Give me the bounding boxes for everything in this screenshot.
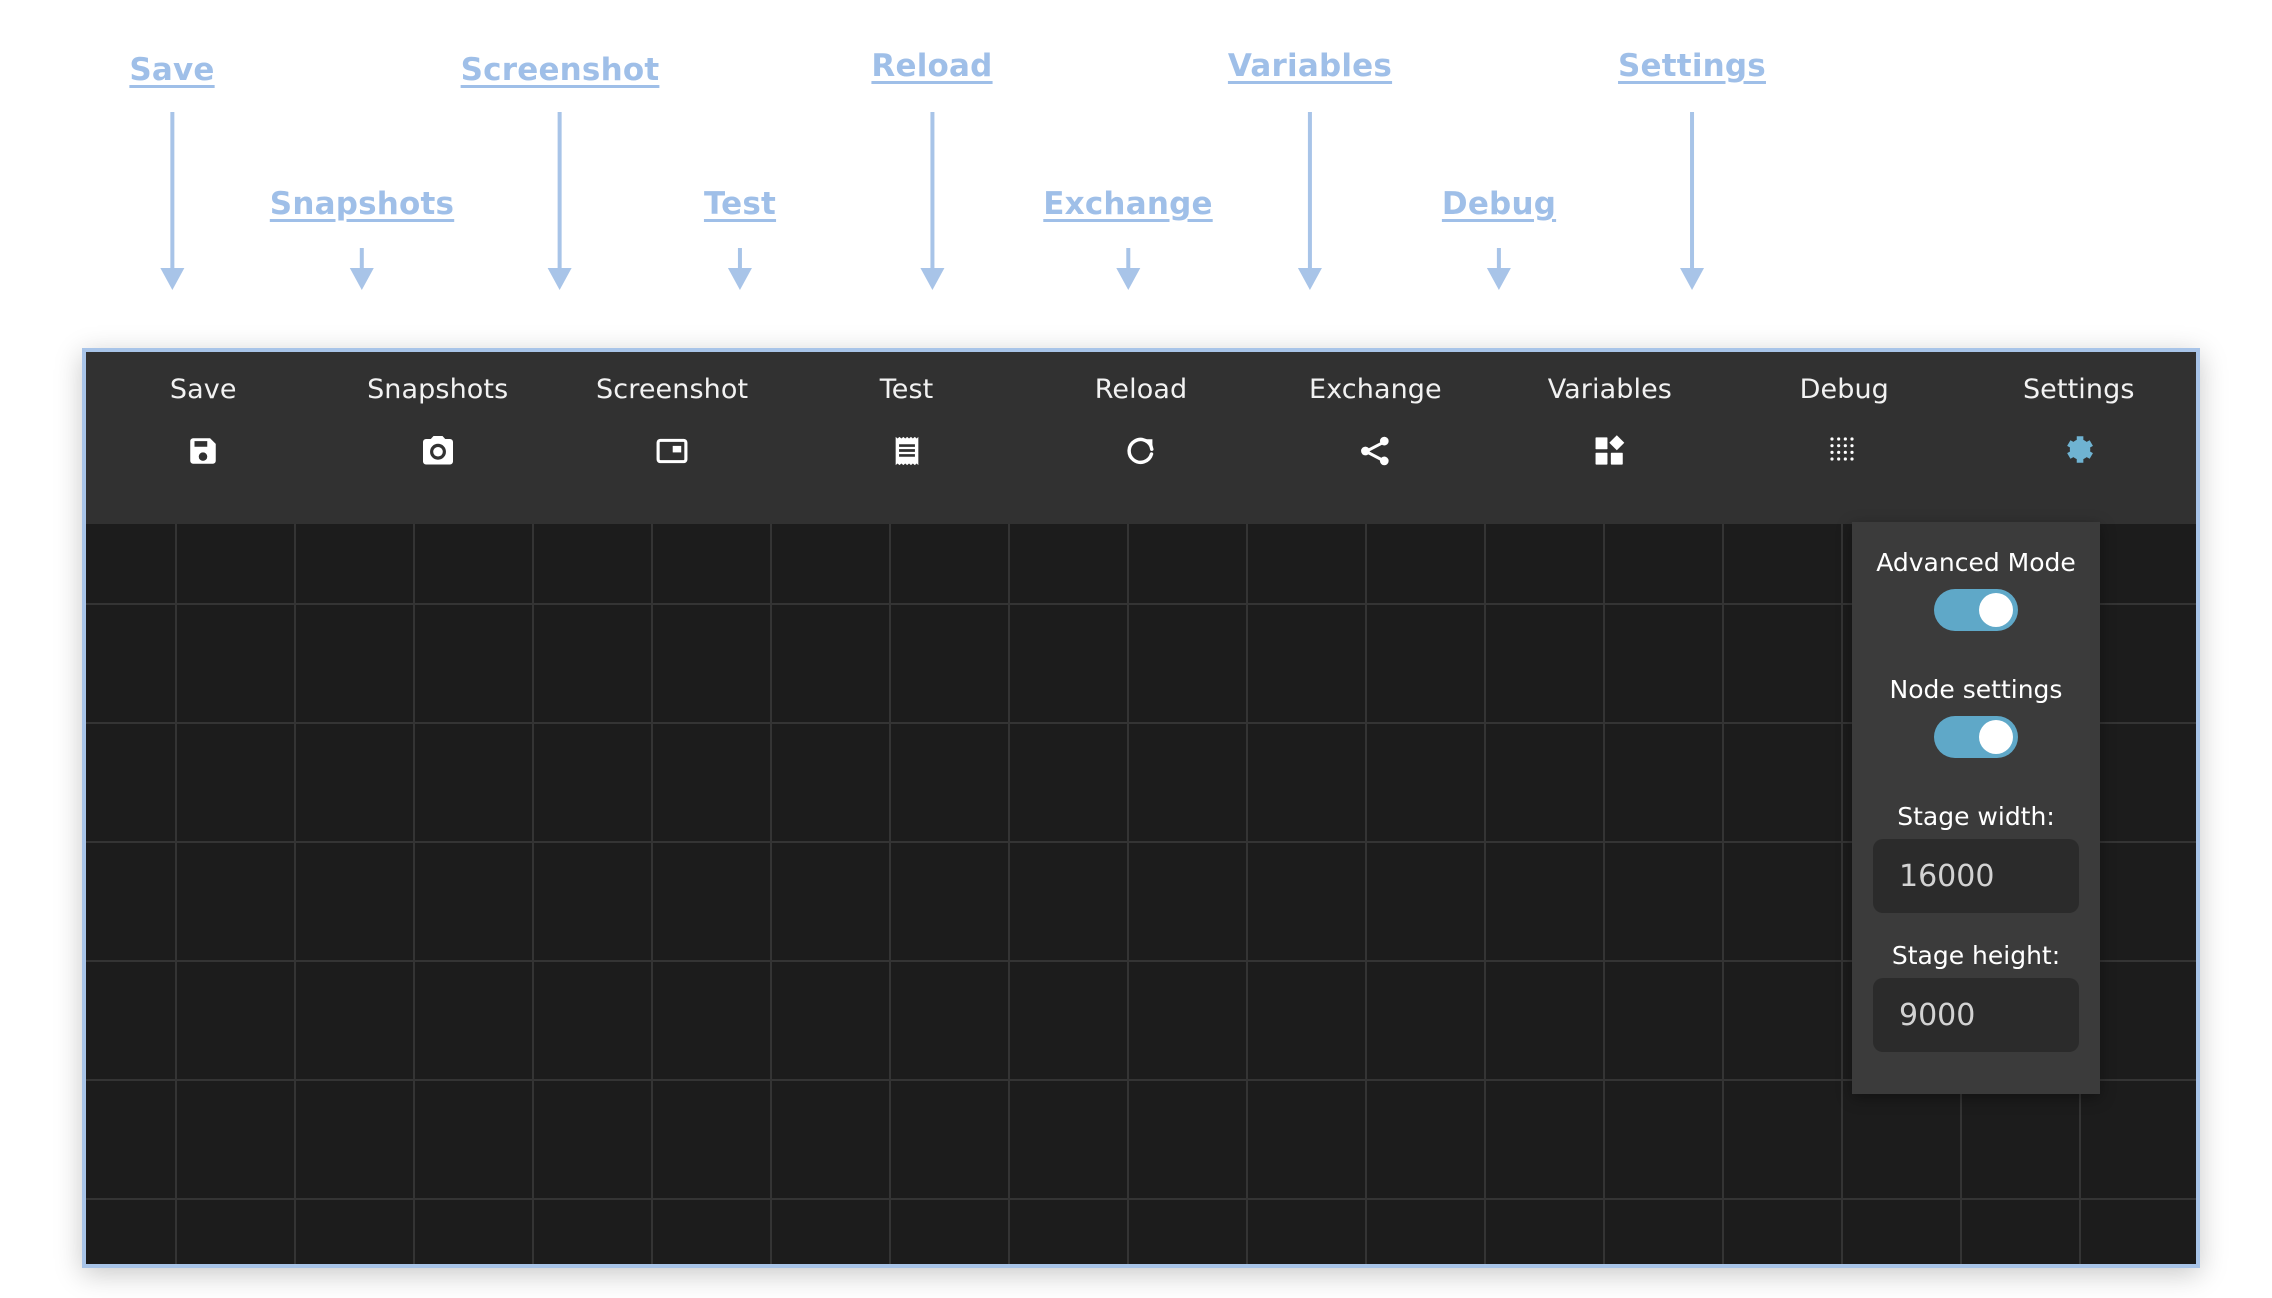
arrow-shaft bbox=[360, 248, 364, 270]
stage-height-input[interactable]: 9000 bbox=[1873, 978, 2079, 1052]
refresh-icon[interactable] bbox=[1121, 431, 1161, 471]
arrow-head bbox=[1680, 268, 1704, 290]
annotation-test: Test bbox=[703, 186, 777, 290]
annotation-label: Reload bbox=[871, 48, 993, 84]
annotation-label: Screenshot bbox=[460, 52, 660, 88]
toolbar-button-label: Exchange bbox=[1309, 374, 1442, 405]
toggle-knob bbox=[1979, 720, 2013, 754]
annotation-arrow-icon bbox=[728, 248, 752, 290]
annotation-arrow-icon bbox=[548, 112, 572, 290]
advanced-mode-toggle[interactable] bbox=[1934, 589, 2018, 631]
dot-grid-icon[interactable] bbox=[1824, 431, 1864, 471]
arrow-head bbox=[548, 268, 572, 290]
annotation-label: Exchange bbox=[1043, 186, 1213, 222]
annotation-arrow-icon bbox=[350, 248, 374, 290]
stage-canvas[interactable] bbox=[86, 524, 2196, 1264]
stage-width-input[interactable]: 16000 bbox=[1873, 839, 2079, 913]
share-icon[interactable] bbox=[1355, 431, 1395, 471]
app-window: Save Snapshots Screenshot Test Reload Exchang… bbox=[82, 348, 2200, 1268]
annotation-settings: Settings bbox=[1618, 48, 1766, 290]
arrow-head bbox=[350, 268, 374, 290]
toolbar-button-screenshot[interactable]: Screenshot bbox=[555, 352, 789, 471]
annotation-label: Save bbox=[129, 52, 215, 88]
toolbar-button-debug[interactable]: Debug bbox=[1727, 352, 1961, 471]
toolbar-button-label: Reload bbox=[1094, 374, 1188, 405]
annotation-arrow-icon bbox=[1487, 248, 1511, 290]
annotation-arrow-icon bbox=[919, 112, 944, 290]
annotation-arrow-icon bbox=[1115, 248, 1140, 290]
arrow-shaft bbox=[1125, 248, 1130, 270]
arrow-shaft bbox=[738, 248, 742, 270]
stage-width-row: Stage width: 16000 bbox=[1852, 790, 2100, 919]
toolbar-button-label: Variables bbox=[1547, 374, 1672, 405]
toolbar-button-variables[interactable]: Variables bbox=[1493, 352, 1727, 471]
stage-width-label: Stage width: bbox=[1897, 802, 2055, 831]
node-settings-label: Node settings bbox=[1889, 675, 2063, 704]
settings-dropdown-panel: Advanced Mode Node settings Stage width:… bbox=[1852, 522, 2100, 1094]
toolbar-button-label: Snapshots bbox=[367, 374, 509, 405]
annotation-debug: Debug bbox=[1441, 186, 1557, 290]
arrow-shaft bbox=[929, 112, 934, 270]
annotation-arrow-icon bbox=[160, 112, 184, 290]
annotation-save: Save bbox=[129, 52, 215, 290]
toolbar-button-snapshots[interactable]: Snapshots bbox=[320, 352, 554, 471]
toggle-knob bbox=[1979, 593, 2013, 627]
annotation-exchange: Exchange bbox=[1043, 186, 1213, 290]
toolbar-button-label: Debug bbox=[1799, 374, 1889, 405]
receipt-list-icon[interactable] bbox=[887, 431, 927, 471]
annotation-screenshot: Screenshot bbox=[460, 52, 660, 290]
arrow-head bbox=[728, 268, 752, 290]
arrow-head bbox=[919, 268, 944, 290]
stage-height-label: Stage height: bbox=[1891, 941, 2061, 970]
toolbar-button-label: Screenshot bbox=[596, 374, 749, 405]
annotation-label: Snapshots bbox=[269, 186, 455, 222]
annotation-reload: Reload bbox=[871, 48, 993, 290]
toolbar-button-label: Test bbox=[879, 374, 934, 405]
arrow-head bbox=[1487, 268, 1511, 290]
annotation-label: Settings bbox=[1618, 48, 1766, 84]
annotation-arrow-icon bbox=[1298, 112, 1322, 290]
node-settings-row: Node settings bbox=[1852, 663, 2100, 780]
annotation-variables: Variables bbox=[1227, 48, 1393, 290]
arrow-shaft bbox=[1308, 112, 1312, 270]
arrow-head bbox=[1115, 268, 1140, 290]
camera-icon[interactable] bbox=[418, 431, 458, 471]
toolbar: Save Snapshots Screenshot Test Reload Exchang… bbox=[86, 352, 2196, 524]
stage-height-row: Stage height: 9000 bbox=[1852, 929, 2100, 1058]
annotation-label: Debug bbox=[1441, 186, 1557, 222]
annotation-label: Test bbox=[703, 186, 777, 222]
toolbar-button-reload[interactable]: Reload bbox=[1024, 352, 1258, 471]
toolbar-button-exchange[interactable]: Exchange bbox=[1258, 352, 1492, 471]
node-settings-toggle[interactable] bbox=[1934, 716, 2018, 758]
toolbar-button-label: Settings bbox=[2022, 374, 2135, 405]
gear-icon[interactable] bbox=[2059, 431, 2099, 471]
toolbar-button-test[interactable]: Test bbox=[789, 352, 1023, 471]
arrow-head bbox=[160, 268, 184, 290]
arrow-shaft bbox=[170, 112, 174, 270]
advanced-mode-label: Advanced Mode bbox=[1876, 548, 2076, 577]
screenshot-icon[interactable] bbox=[652, 431, 692, 471]
annotation-snapshots: Snapshots bbox=[269, 186, 455, 290]
arrow-head bbox=[1298, 268, 1322, 290]
arrow-shaft bbox=[1690, 112, 1694, 270]
floppy-disk-icon[interactable] bbox=[183, 431, 223, 471]
annotation-arrow-icon bbox=[1680, 112, 1704, 290]
toolbar-button-settings[interactable]: Settings bbox=[1962, 352, 2196, 471]
advanced-mode-row: Advanced Mode bbox=[1852, 536, 2100, 653]
widgets-icon[interactable] bbox=[1590, 431, 1630, 471]
toolbar-button-label: Save bbox=[169, 374, 237, 405]
arrow-shaft bbox=[558, 112, 562, 270]
annotation-label: Variables bbox=[1227, 48, 1393, 84]
arrow-shaft bbox=[1497, 248, 1501, 270]
toolbar-button-save[interactable]: Save bbox=[86, 352, 320, 471]
